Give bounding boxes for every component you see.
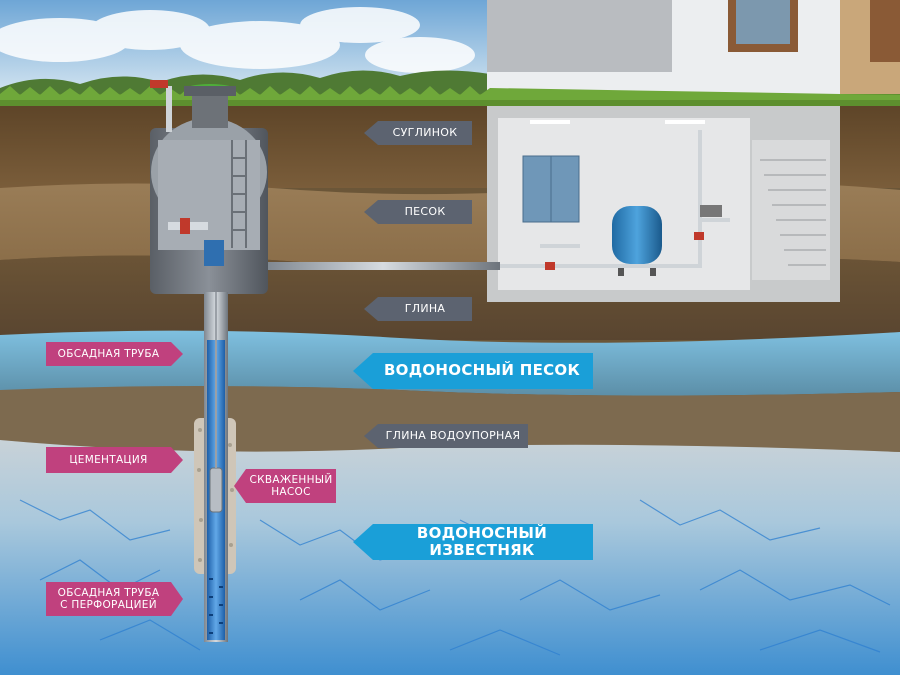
component-label-submersible-pump-line2: НАСОС (271, 486, 311, 498)
component-label-perforated-casing-line2: С ПЕРФОРАЦИЕЙ (60, 599, 157, 611)
component-label-cementation: ЦЕМЕНТАЦИЯ (46, 447, 183, 473)
aquifer-label-sand-text: ВОДОНОСНЫЙ ПЕСОК (383, 361, 581, 380)
component-label-submersible-pump: СКВАЖЕННЫЙ НАСОС (234, 469, 336, 503)
soil-label-clay: ГЛИНА (364, 297, 472, 321)
soil-label-loam: СУГЛИНОК (364, 121, 472, 145)
soil-label-sand-text: ПЕСОК (404, 204, 446, 218)
component-label-cementation-text: ЦЕМЕНТАЦИЯ (69, 453, 148, 466)
component-label-perforated-casing-line1: ОБСАДНАЯ ТРУБА (57, 586, 160, 599)
soil-label-aquitard-clay-text: ГЛИНА ВОДОУПОРНАЯ (385, 428, 521, 442)
component-label-submersible-pump-line1: СКВАЖЕННЫЙ (249, 473, 333, 486)
soil-label-aquitard-clay: ГЛИНА ВОДОУПОРНАЯ (364, 424, 528, 448)
aquifer-label-limestone: ВОДОНОСНЫЙ ИЗВЕСТНЯК (353, 524, 593, 560)
soil-label-sand: ПЕСОК (364, 200, 472, 224)
aquifer-label-sand: ВОДОНОСНЫЙ ПЕСОК (353, 353, 593, 389)
component-label-casing-pipe-text: ОБСАДНАЯ ТРУБА (57, 347, 160, 360)
component-label-perforated-casing: ОБСАДНАЯ ТРУБА С ПЕРФОРАЦИЕЙ (46, 582, 183, 616)
component-label-casing-pipe: ОБСАДНАЯ ТРУБА (46, 342, 183, 366)
aquifer-label-limestone-text: ВОДОНОСНЫЙ ИЗВЕСТНЯК (416, 523, 548, 559)
soil-label-loam-text: СУГЛИНОК (392, 125, 458, 139)
soil-label-clay-text: ГЛИНА (404, 301, 446, 315)
